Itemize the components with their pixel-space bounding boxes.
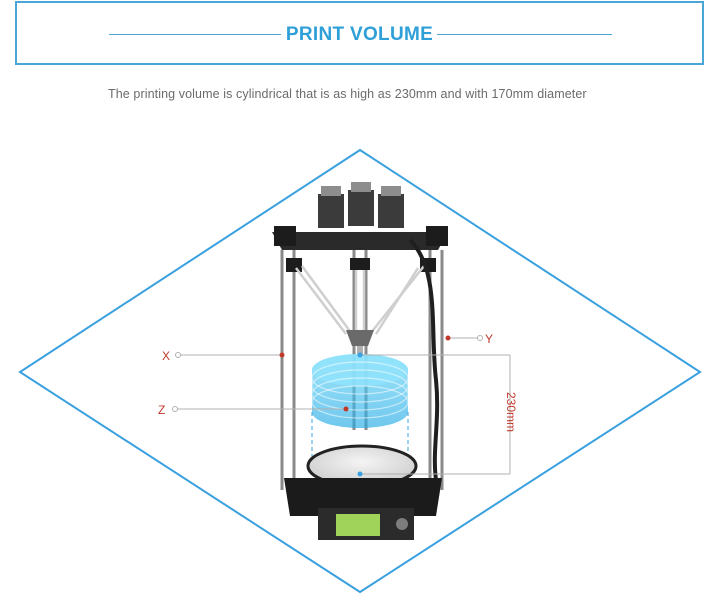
z-axis-marker-end [343,406,349,412]
z-axis-label: Z [158,403,166,417]
y-axis-marker-end [477,335,483,341]
y-axis-marker-start [445,335,451,341]
stepper-motor-left [318,186,344,228]
x-axis-marker-end [279,352,285,358]
print-volume-cylinder [311,354,409,485]
bed-center-marker [357,471,363,477]
control-knob [396,518,408,530]
header-line-right [437,34,612,35]
page-title: PRINT VOLUME [285,24,434,45]
stepper-motor-center [348,182,374,226]
x-axis-label: X [162,349,171,363]
carriage-center [350,258,370,270]
effector-hotend [346,330,374,346]
printer-top-plate [272,232,448,250]
description-text: The printing volume is cylindrical that … [108,87,587,101]
stepper-motor-right [378,186,404,228]
header-line-left [109,34,281,35]
top-bracket-right [426,226,448,246]
z-axis-marker-start [172,406,178,412]
lcd-screen [336,514,380,536]
delta-arms [295,265,425,335]
x-axis-marker-start [175,352,181,358]
y-axis-label: Y [485,332,494,346]
printer-base [284,478,442,516]
header-banner: PRINT VOLUME [15,1,704,65]
hotend-center-marker [357,352,363,358]
diamond-frame [18,148,702,594]
carriage-left [286,258,302,272]
cable-bundle [408,238,440,481]
top-bracket-left [274,226,296,246]
hotend-nozzle [357,346,363,356]
height-dimension-label: 230mm [504,392,518,433]
